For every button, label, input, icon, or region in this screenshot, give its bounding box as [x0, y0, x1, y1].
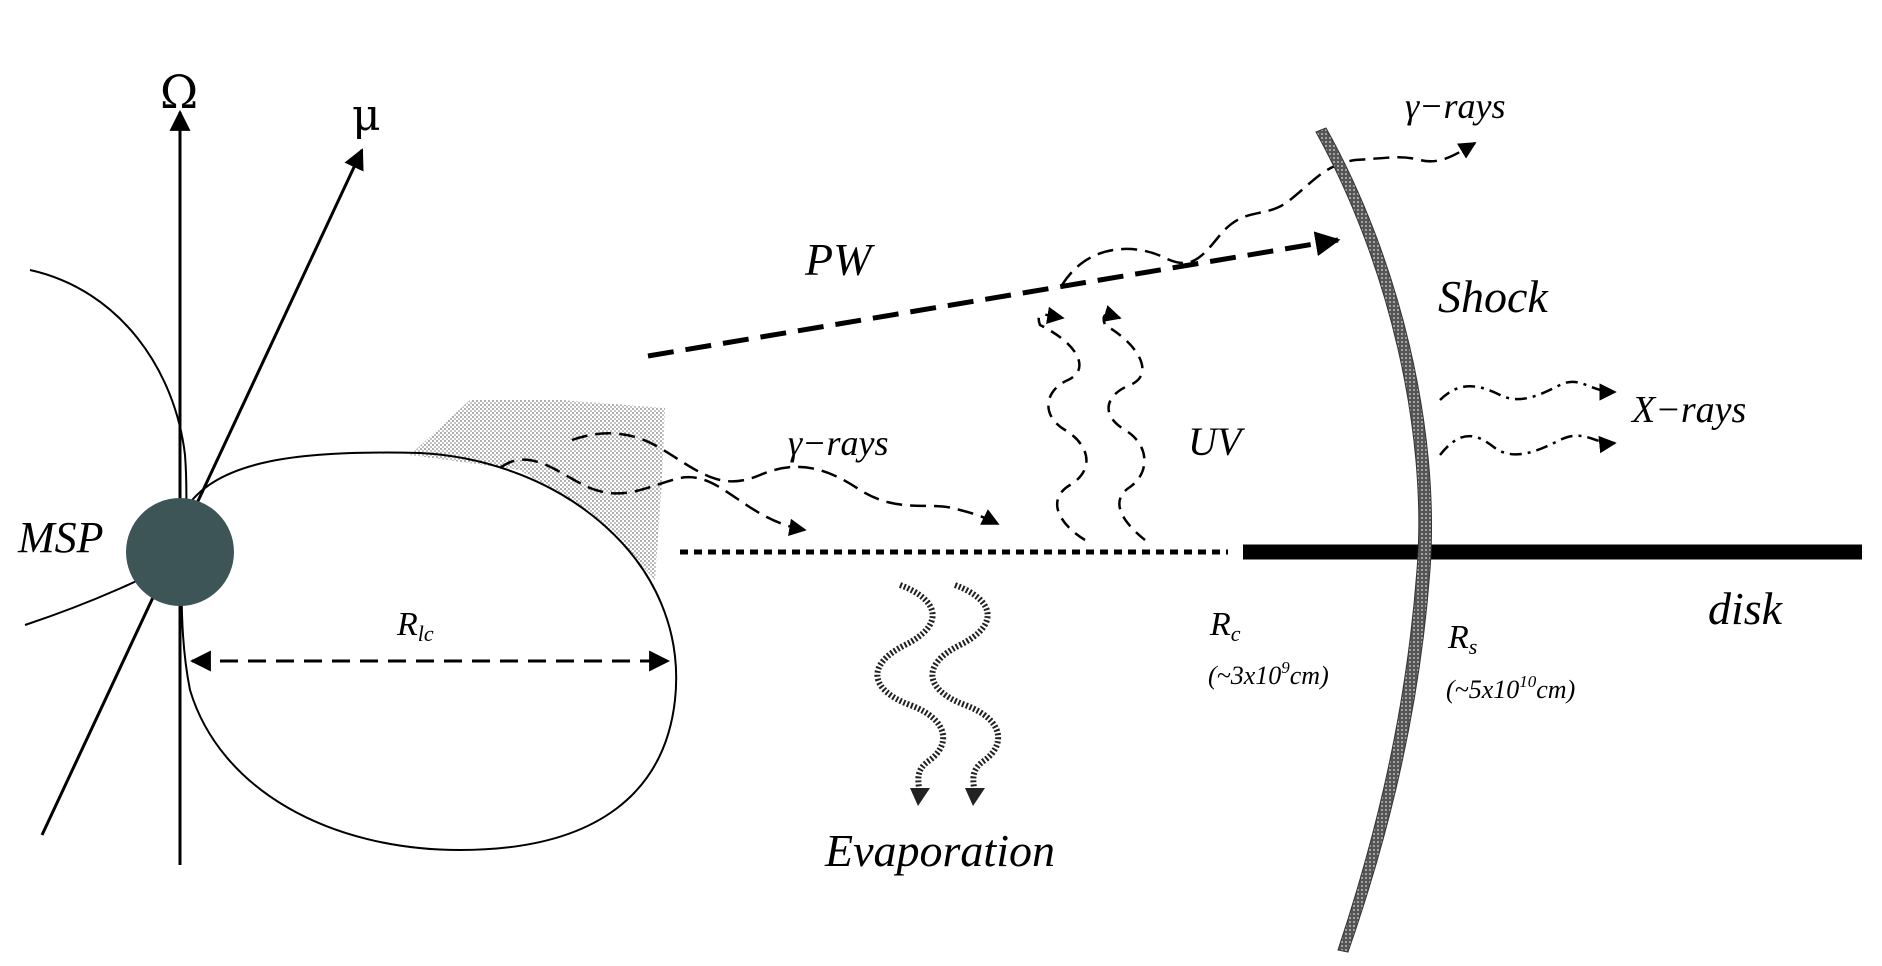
shaded-emission-region [410, 400, 665, 580]
uv-waves [1037, 305, 1146, 542]
shock-label: Shock [1438, 271, 1549, 322]
pulsar-sphere [126, 498, 234, 606]
shock-radius-value: (~5x1010cm) [1446, 672, 1575, 704]
mu-label: μ [352, 90, 381, 141]
x-ray-waves [1439, 380, 1617, 456]
evaporation-waves [874, 582, 1002, 796]
uv-label: UV [1188, 419, 1246, 464]
shock-radius-label: Rs [1447, 619, 1477, 659]
corotation-radius-label: Rc [1209, 606, 1241, 646]
gamma-rays-inner-label: γ−rays [788, 423, 888, 463]
evaporation-arrowhead-left [910, 788, 930, 806]
msp-label: MSP [17, 513, 104, 562]
gamma-ray-waves-inner [499, 432, 1000, 537]
shock-front [1315, 127, 1432, 953]
gamma-rays-outer-label: γ−rays [1405, 86, 1505, 126]
gamma-ray-wave-outer [1060, 141, 1477, 286]
corotation-radius-value: (~3x109cm) [1208, 658, 1329, 690]
evaporation-arrowhead-right [965, 788, 985, 806]
evaporation-label: Evaporation [824, 825, 1055, 876]
x-rays-label: X−rays [1630, 389, 1746, 431]
pulsar-wind-label: PW [804, 234, 875, 285]
pulsar-wind-arrow [647, 231, 1341, 359]
magnetosphere-field-lines [24, 269, 678, 852]
disk-label: disk [1708, 583, 1784, 634]
omega-label: Ω [160, 65, 198, 119]
light-cylinder-label: Rlc [396, 606, 434, 646]
magnetic-axis [40, 148, 364, 836]
